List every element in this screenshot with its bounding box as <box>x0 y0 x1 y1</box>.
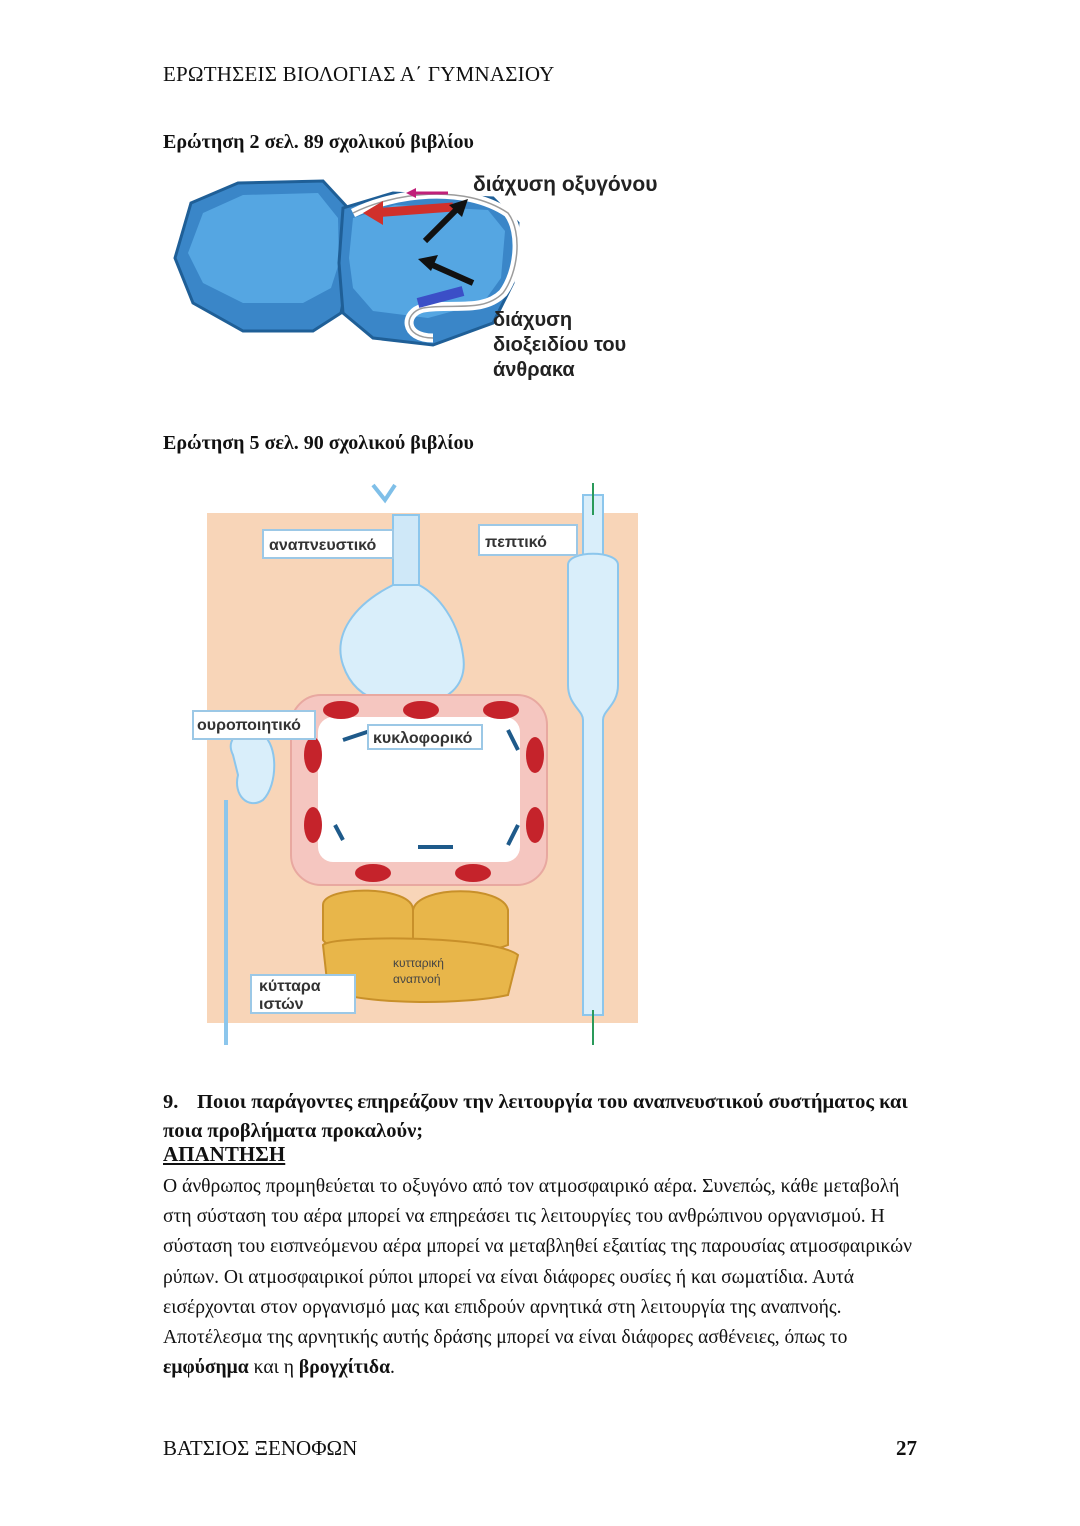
answer-term-emphysema: εμφύσημα <box>163 1357 249 1378</box>
urinary-label: ουροποιητικό <box>197 717 301 734</box>
answer-term-bronchitis: βρογχίτιδα <box>299 1357 390 1378</box>
circulatory-label: κυκλοφορικό <box>373 730 473 747</box>
tissue-cells-label-2: ιστών <box>259 996 304 1013</box>
question-9-number: 9. <box>163 1088 197 1117</box>
answer-label: ΑΠΑΝΤΗΣΗ <box>163 1142 285 1167</box>
footer-author: ΒΑΤΣΙΟΣ ΞΕΝΟΦΩΝ <box>163 1436 357 1461</box>
answer-text: Ο άνθρωπος προμηθεύεται το οξυγόνο από τ… <box>163 1172 923 1383</box>
page-number: 27 <box>896 1436 917 1461</box>
question-5-reference: Ερώτηση 5 σελ. 90 σχολικού βιβλίου <box>163 432 474 455</box>
answer-body: Ο άνθρωπος προμηθεύεται το οξυγόνο από τ… <box>163 1176 912 1348</box>
answer-end: . <box>390 1357 395 1378</box>
answer-connector: και η <box>249 1357 299 1378</box>
co2-diffusion-label-3: άνθρακα <box>493 359 575 381</box>
tissue-cells-label-1: κύτταρα <box>259 978 321 995</box>
co2-diffusion-label-1: διάχυση <box>493 309 572 331</box>
alveoli-diffusion-figure: διάχυση οξυγόνου διάχυση διοξειδίου του … <box>163 163 678 433</box>
digestive-label: πεπτικό <box>485 534 547 551</box>
cell-respiration-label-1: κυτταρική <box>393 956 444 970</box>
body-systems-figure: αναπνευστικό πεπτικό ουροποιητικό κυκλοφ… <box>163 455 663 1060</box>
oxygen-diffusion-label: διάχυση οξυγόνου <box>473 173 657 196</box>
co2-diffusion-label-2: διοξειδίου του <box>493 334 626 356</box>
question-9: 9.Ποιοι παράγοντες επηρεάζουν την λειτου… <box>163 1088 923 1146</box>
cell-respiration-label-2: αναπνοή <box>393 972 441 986</box>
question-9-text: Ποιοι παράγοντες επηρεάζουν την λειτουργ… <box>163 1091 908 1142</box>
page-header: ΕΡΩΤΗΣΕΙΣ ΒΙΟΛΟΓΙΑΣ Α΄ ΓΥΜΝΑΣΙΟΥ <box>163 62 555 87</box>
respiratory-label: αναπνευστικό <box>269 537 377 554</box>
question-2-reference: Ερώτηση 2 σελ. 89 σχολικού βιβλίου <box>163 131 474 154</box>
